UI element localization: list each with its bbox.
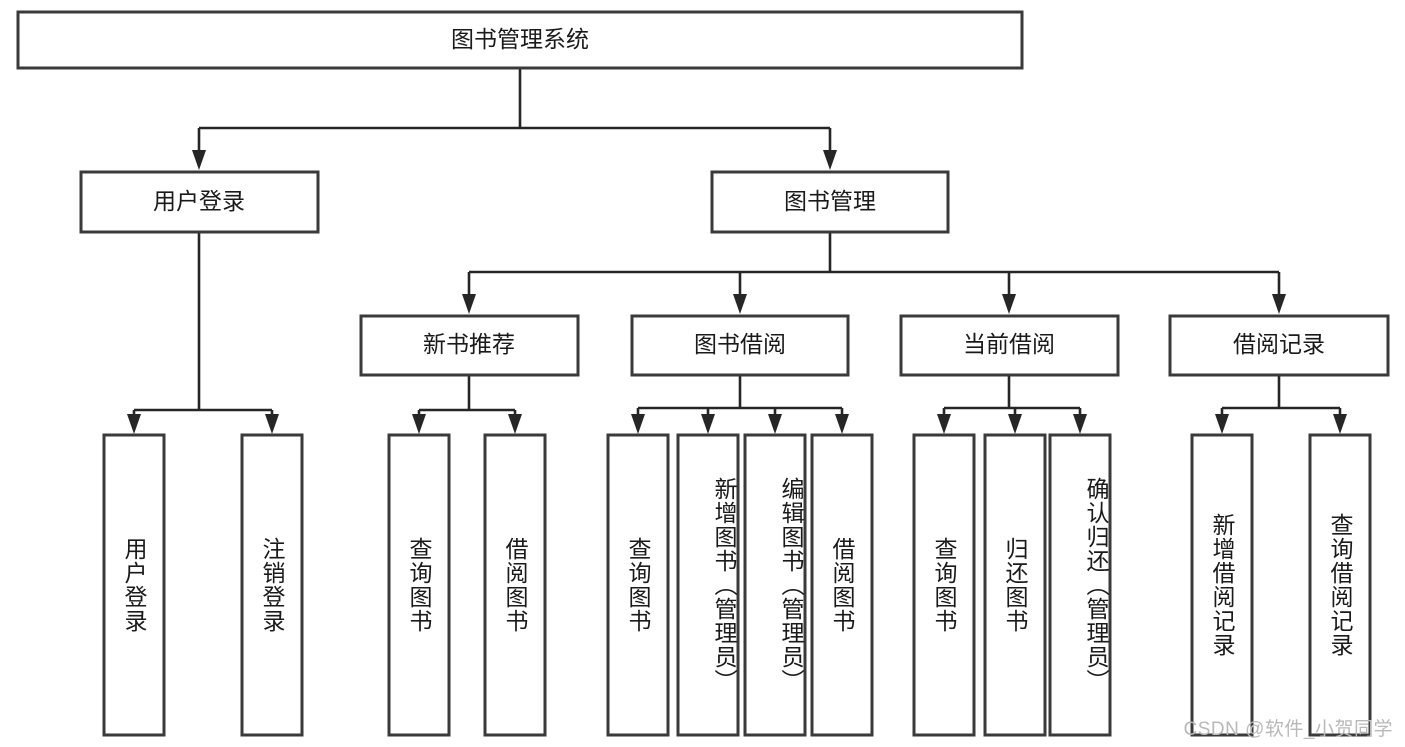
arrow-head-record-query: [1333, 414, 1347, 434]
leaf-box-edit-book-admin[interactable]: [743, 433, 807, 737]
node-user-login-box: [79, 170, 320, 234]
node-current-borrow-label: 当前借阅: [963, 331, 1055, 357]
node-book-borrow[interactable]: 图书借阅: [630, 314, 850, 377]
leaf-box-add-borrow-record[interactable]: [1190, 433, 1254, 737]
arrow-head-borrow-query: [631, 414, 645, 434]
node-borrow-record-box: [1168, 314, 1390, 377]
arrow-head-borrow-edit: [768, 414, 782, 434]
arrow-head-record-add: [1215, 414, 1229, 434]
connector-group-borrow: [631, 375, 849, 434]
arrow-head-borrow-do: [835, 414, 849, 434]
leaf-boxes: [102, 433, 1372, 737]
connector-group-user-login: [127, 232, 279, 434]
leaf-box-borrow-book[interactable]: [810, 433, 874, 737]
node-user-login-label: 用户登录: [153, 188, 245, 214]
node-new-book-recommend[interactable]: 新书推荐: [359, 314, 580, 377]
node-new-book-recommend-box: [359, 314, 580, 377]
leaf-box-confirm-return-admin[interactable]: [1048, 433, 1112, 737]
arrow-head-newbook-borrow: [508, 414, 522, 434]
leaf-box-borrow-book-newrec[interactable]: [483, 433, 547, 737]
node-book-management-label: 图书管理: [784, 188, 876, 214]
connector-group-book-mgmt: [462, 232, 1286, 314]
leaf-box-query-book-newrec[interactable]: [387, 433, 451, 737]
connector-group-root: [192, 68, 837, 170]
leaf-box-query-borrow-record[interactable]: [1308, 433, 1372, 737]
arrow-head-current-query: [937, 414, 951, 434]
arrow-head-leaf-logout: [265, 414, 279, 434]
leaf-box-add-book-admin[interactable]: [676, 433, 740, 737]
node-borrow-record[interactable]: 借阅记录: [1168, 314, 1390, 377]
arrow-head-borrow-add: [701, 414, 715, 434]
leaf-box-return-book[interactable]: [983, 433, 1047, 737]
node-book-borrow-box: [630, 314, 850, 377]
node-book-management-box: [710, 170, 950, 234]
arrow-head-record: [1272, 294, 1286, 314]
arrow-head-current-confirm: [1073, 414, 1087, 434]
node-root-system-box: [16, 10, 1024, 70]
arrow-head-user-login: [192, 150, 206, 170]
node-root-system-label: 图书管理系统: [451, 26, 589, 52]
connector-group-current: [937, 375, 1087, 434]
node-borrow-record-label: 借阅记录: [1233, 331, 1325, 357]
connector-group-record: [1215, 375, 1347, 434]
node-current-borrow-box: [899, 314, 1120, 377]
leaf-box-user-login[interactable]: [102, 433, 166, 737]
arrow-head-current: [1002, 294, 1016, 314]
node-book-borrow-label: 图书借阅: [694, 331, 786, 357]
node-current-borrow[interactable]: 当前借阅: [899, 314, 1120, 377]
node-new-book-recommend-label: 新书推荐: [423, 331, 515, 357]
arrow-head-book-mgmt: [823, 150, 837, 170]
arrow-head-current-return: [1008, 414, 1022, 434]
arrow-head-borrow: [733, 294, 747, 314]
arrow-head-leaf-user-login: [127, 414, 141, 434]
node-book-management[interactable]: 图书管理: [710, 170, 950, 234]
node-root-system[interactable]: 图书管理系统: [16, 10, 1024, 70]
csdn-watermark: CSDN @软件_小贺同学: [1183, 719, 1393, 740]
connector-group-newbook: [412, 375, 522, 434]
leaf-box-query-book-borrow[interactable]: [606, 433, 670, 737]
node-user-login[interactable]: 用户登录: [79, 170, 320, 234]
arrow-head-newbook-query: [412, 414, 426, 434]
leaf-box-query-book-current[interactable]: [912, 433, 976, 737]
arrow-head-newbook: [462, 294, 476, 314]
leaf-box-logout[interactable]: [240, 433, 304, 737]
